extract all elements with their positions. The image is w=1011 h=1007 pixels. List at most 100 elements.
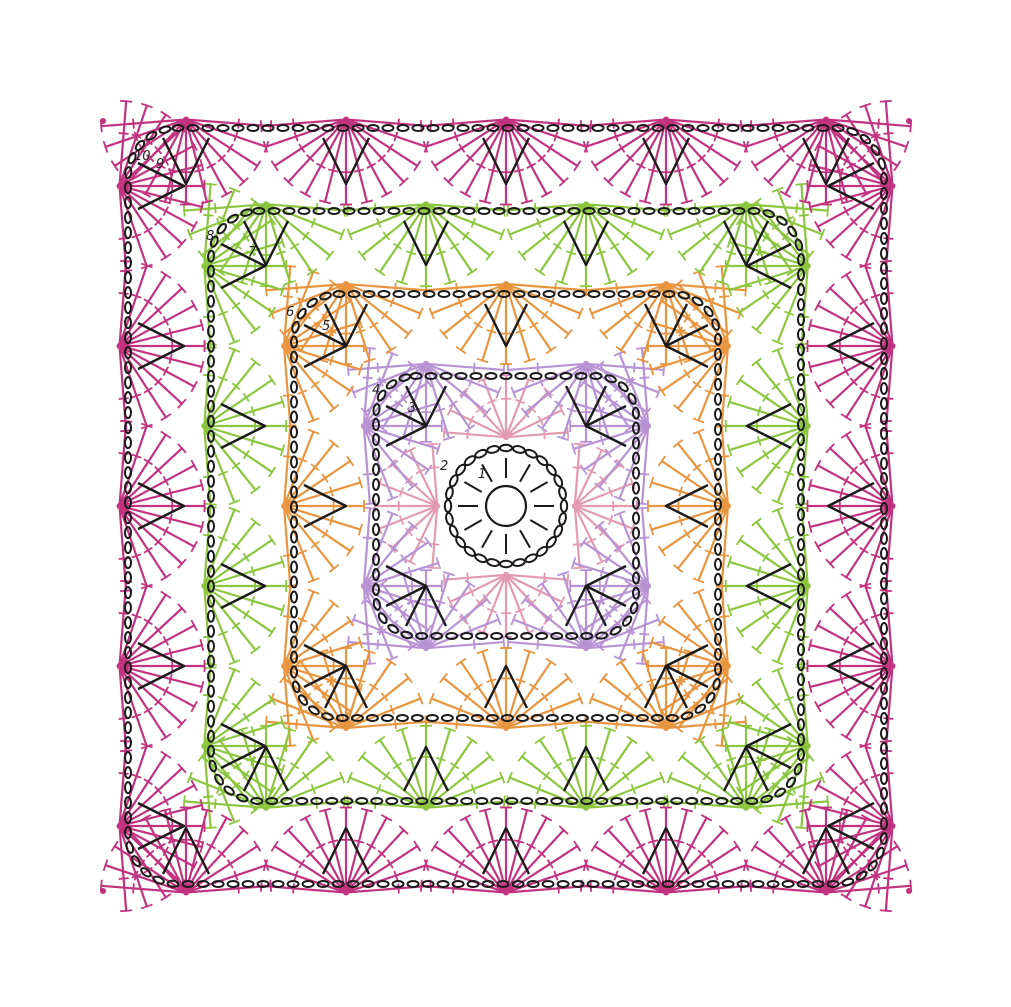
fan-base-dot	[423, 361, 429, 367]
stitch-cap	[161, 111, 171, 118]
chain-stitch-icon	[881, 728, 887, 739]
stitch-crossbar	[634, 363, 635, 373]
chain-stitch-icon	[278, 125, 289, 131]
stitch-cap	[591, 161, 598, 171]
chain-stitch-icon	[881, 443, 887, 454]
fan-base-dot	[361, 583, 367, 589]
stitch-cap	[161, 894, 171, 901]
fan-base-dot	[725, 663, 731, 669]
stitch-crossbar	[393, 243, 401, 249]
stitch-crossbar	[215, 799, 216, 809]
chain-stitch-icon	[299, 208, 310, 214]
stitch-cap	[841, 431, 851, 438]
stitch-cap	[161, 431, 171, 438]
fan-base-dot	[343, 281, 349, 287]
stitch-cap	[737, 535, 744, 545]
chain-stitch-icon	[715, 619, 721, 630]
chain-stitch-icon	[521, 798, 532, 804]
stitch-cap	[414, 841, 421, 851]
chain-stitch-icon	[382, 715, 393, 721]
stitch-fan	[117, 261, 205, 431]
stitch-fan	[117, 581, 205, 751]
chain-stitch-icon	[715, 589, 721, 600]
stitch-crossbar	[119, 133, 129, 134]
stitch-crossbar	[840, 674, 842, 684]
fan-base-dot	[343, 890, 349, 896]
stitch-fan	[581, 117, 751, 205]
chain-stitch-icon	[273, 881, 284, 887]
stitch-crossbar	[840, 648, 842, 658]
stitch-cap	[795, 184, 807, 185]
fan-base-dot	[663, 117, 669, 123]
chain-stitch-icon	[561, 500, 567, 512]
double-crochet-icon	[464, 520, 481, 530]
stitch-crossbar	[719, 616, 729, 617]
stitch-crossbar	[634, 639, 635, 649]
chain-stitch-icon	[208, 536, 214, 547]
chain-stitch-icon	[125, 767, 131, 778]
chain-stitch-icon	[881, 218, 887, 229]
chain-stitch-icon	[479, 208, 490, 214]
chain-stitch-icon	[243, 881, 254, 887]
stitch-cap	[161, 271, 171, 278]
stitch-fan	[444, 572, 569, 637]
chain-stitch-icon	[449, 208, 460, 214]
chain-stitch-icon	[728, 125, 739, 131]
stitch-crossbar	[639, 537, 649, 538]
stitch-cap	[161, 414, 171, 421]
chain-stitch-icon	[589, 291, 600, 297]
stitch-cap	[636, 503, 648, 504]
stitch-crossbar	[203, 215, 213, 216]
stitch-fan	[581, 808, 751, 896]
chain-stitch-icon	[558, 487, 567, 500]
round-number-label: 6	[286, 305, 294, 320]
chain-stitch-icon	[798, 674, 804, 685]
stitch-cap	[184, 795, 185, 807]
chain-stitch-icon	[397, 715, 408, 721]
fan-base-dot	[117, 503, 123, 509]
stitch-crossbar	[878, 119, 879, 129]
fan-base-dot	[117, 343, 123, 349]
chain-stitch-icon	[359, 208, 370, 214]
stitch-cap	[111, 161, 118, 171]
stitch-cap	[880, 741, 892, 742]
stitch-crossbar	[616, 283, 617, 293]
stitch-crossbar	[322, 474, 328, 482]
stitch-cap	[734, 841, 741, 851]
chain-stitch-icon	[208, 701, 214, 712]
round-number-label: 2	[440, 459, 448, 474]
stitch-cap	[205, 507, 217, 508]
chain-stitch-icon	[531, 373, 542, 379]
chain-stitch-icon	[208, 716, 214, 727]
chain-stitch-icon	[715, 559, 721, 570]
chain-stitch-icon	[607, 715, 618, 721]
stitch-cap	[894, 161, 901, 171]
stitch-crossbar	[474, 363, 475, 373]
stitch-crossbar	[808, 840, 818, 842]
stitch-crossbar	[290, 763, 298, 769]
chain-stitch-icon	[464, 208, 475, 214]
stitch-crossbar	[639, 377, 649, 378]
stitch-crossbar	[370, 684, 378, 690]
fan-base-dot	[906, 888, 912, 894]
stitch-cap	[347, 456, 354, 466]
stitch-cap	[574, 161, 581, 171]
stitch-cap	[591, 841, 598, 851]
stitch-crossbar	[476, 203, 477, 213]
stitch-crossbar	[796, 799, 797, 809]
fan-base-dot	[503, 434, 509, 440]
chain-stitch-icon	[408, 881, 419, 887]
stitch-cap	[161, 591, 171, 598]
stitch-crossbar	[537, 363, 538, 373]
stitch-crossbar	[763, 450, 769, 458]
chain-stitch-icon	[633, 468, 639, 479]
stitch-cap	[737, 627, 744, 637]
stitch-crossbar	[763, 713, 769, 721]
stitch-cap	[751, 161, 758, 171]
chain-stitch-icon	[458, 125, 469, 131]
chain-stitch-icon	[798, 644, 804, 655]
stitch-cap	[546, 658, 556, 665]
stitch-crossbar	[718, 119, 719, 129]
stitch-fan	[421, 117, 591, 205]
chain-stitch-icon	[125, 227, 131, 238]
